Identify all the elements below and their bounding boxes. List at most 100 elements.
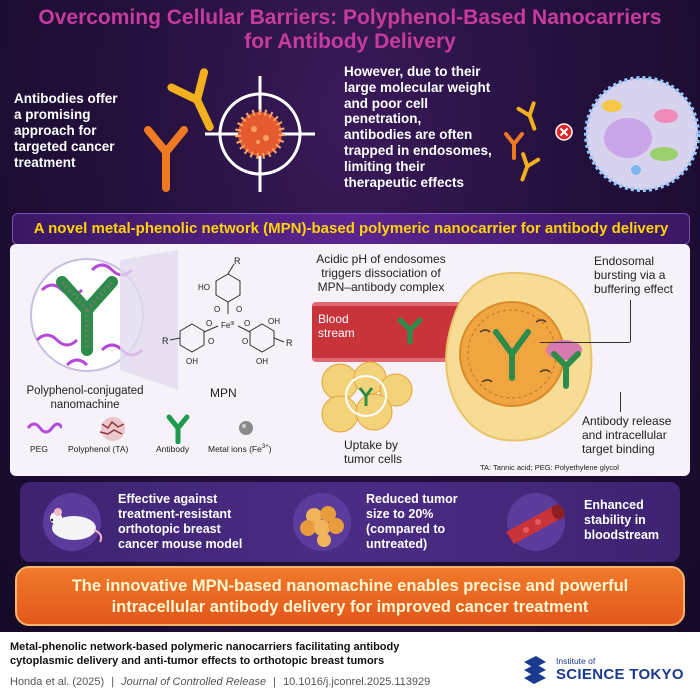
top-right-text: However, due to their large molecular we…: [344, 64, 492, 190]
paper-title-line: Metal-phenolic network-based polymeric n…: [10, 641, 400, 653]
chem-label-ho-top: HO: [198, 283, 210, 292]
top-left-line: treatment: [14, 155, 76, 170]
chem-label-o-2: O: [236, 305, 242, 314]
blood-stream-vessel: [312, 302, 462, 362]
mpn-label: MPN: [210, 386, 237, 400]
blood-stream-line: stream: [318, 326, 355, 340]
acidic-line: Acidic pH of endosomes: [316, 252, 446, 266]
endosomal-line: Endosomal: [594, 254, 655, 268]
result-line: (compared to: [366, 522, 446, 536]
uptake-line: tumor cells: [344, 452, 403, 466]
legend-label-antibody: Antibody: [156, 444, 190, 454]
citation-separator: |: [111, 676, 115, 688]
citation: Honda et al. (2025) | Journal of Control…: [10, 676, 430, 688]
result-line: Effective against: [118, 492, 218, 506]
science-tokyo-logo-icon: [524, 656, 546, 684]
citation-doi: 10.1016/j.jconrel.2025.113929: [283, 676, 431, 688]
result-line: untreated): [366, 537, 428, 551]
top-right-line: trapped in endosomes,: [344, 142, 492, 158]
result-line: orthotopic breast: [118, 522, 221, 536]
endosome-trap-illustration: [504, 76, 700, 192]
top-right-line: large molecular weight: [344, 79, 491, 95]
blood-stream-line: Blood: [318, 312, 349, 326]
citation-separator: |: [273, 676, 276, 688]
abbreviation-note: TA: Tannic acid; PEG: Polyethylene glyco…: [480, 463, 619, 472]
blood-vessel-icon: [506, 493, 565, 551]
chem-label-o-4: O: [244, 319, 250, 328]
result-text-tumor: Reduced tumor size to 20% (compared to u…: [366, 492, 458, 552]
chem-label-o-1: O: [214, 305, 220, 314]
small-antibody-icon: [504, 132, 524, 160]
top-right-line: and poor cell: [344, 95, 429, 111]
top-right-line: limiting their: [344, 158, 425, 174]
result-line: size to 20%: [366, 507, 434, 521]
endosomal-bursting-text: Endosomal bursting via a buffering effec…: [594, 254, 673, 296]
result-line: Reduced tumor: [366, 492, 458, 506]
result-line: bloodstream: [584, 528, 660, 542]
cancer-cell-icon: [235, 109, 285, 159]
chem-label-r-left: R: [162, 336, 169, 346]
result-line: stability in: [584, 513, 646, 527]
polyphenol-icon: [99, 417, 125, 441]
citation-journal: Journal of Controlled Release: [121, 676, 267, 688]
legend-label-metal: Metal ions (Fe3+): [208, 444, 272, 454]
chem-label-oh-bottom: OH: [256, 357, 268, 366]
top-right-line: penetration,: [344, 111, 422, 127]
top-left-line: approach for: [14, 123, 97, 138]
nanomachine-illustration: [30, 258, 144, 372]
antibody-release-text: Antibody release and intracellular targe…: [582, 414, 671, 456]
release-line: Antibody release: [582, 414, 672, 428]
result-text-stability: Enhanced stability in bloodstream: [584, 498, 659, 543]
acidic-line: MPN–antibody complex: [317, 280, 445, 294]
top-left-text: Antibodies offer a promising approach fo…: [14, 91, 118, 171]
legend: PEG Polyphenol (TA) Antibody Metal ions …: [20, 414, 320, 470]
top-right-line: antibodies are often: [344, 127, 473, 143]
footer: Metal-phenolic network-based polymeric n…: [0, 632, 700, 700]
mpn-structure: R HO O O FeIII O O O O OH R R OH OH: [162, 256, 293, 366]
blocked-x-icon: [555, 123, 573, 141]
nanomachine-label-line: nanomachine: [50, 399, 120, 411]
citation-authors: Honda et al. (2025): [10, 676, 105, 688]
endosomal-pointer-line-h: [540, 342, 630, 343]
result-line: Enhanced: [584, 498, 644, 512]
result-text-mouse: Effective against treatment-resistant or…: [118, 492, 242, 552]
uptake-label: Uptake by tumor cells: [344, 438, 402, 466]
chem-label-o-3: O: [206, 319, 212, 328]
mpn-banner: A novel metal-phenolic network (MPN)-bas…: [12, 213, 690, 245]
top-right-line: However, due to their: [344, 64, 481, 79]
top-left-line: a promising: [14, 107, 91, 122]
metal-ion-icon: [239, 421, 253, 435]
page-title: Overcoming Cellular Barriers: Polyphenol…: [0, 6, 700, 54]
nanocarrier-in-blood: [397, 317, 423, 345]
chem-label-oh-right: OH: [268, 317, 280, 326]
release-pointer-line: [620, 392, 621, 412]
acidic-ph-text: Acidic pH of endosomes triggers dissocia…: [306, 252, 456, 294]
chem-label-fe: FeIII: [221, 321, 235, 330]
endosomal-line: bursting via a: [594, 268, 666, 282]
antibody-icon: [166, 414, 190, 444]
mouse-icon: [43, 493, 103, 551]
conclusion-line: intracellular antibody delivery for impr…: [111, 598, 589, 616]
top-right-line: therapeutic effects: [344, 174, 465, 190]
top-left-line: Antibodies offer: [14, 91, 118, 106]
antibody-icon: [56, 276, 118, 356]
endosomal-pointer-line: [630, 300, 631, 342]
acidic-line: triggers dissociation of: [321, 266, 441, 280]
release-line: and intracellular: [582, 428, 667, 442]
orange-antibody-icon: [144, 126, 188, 192]
yellow-antibody-icon: [167, 68, 214, 131]
chem-label-r-top: R: [234, 256, 241, 266]
chem-label-o-5: O: [208, 337, 214, 346]
cell-icon: [584, 76, 700, 192]
conclusion-box: The innovative MPN-based nanomachine ena…: [15, 566, 685, 626]
nanomachine-label: Polyphenol-conjugated nanomachine: [26, 384, 144, 412]
legend-label-peg: PEG: [30, 444, 48, 454]
uptake-line: Uptake by: [344, 438, 399, 452]
zoom-connector: [120, 250, 178, 390]
blood-stream-label: Blood stream: [318, 312, 355, 340]
top-left-line: targeted cancer: [14, 139, 115, 154]
title-line-1: Overcoming Cellular Barriers: Polyphenol…: [38, 6, 662, 29]
endosomal-line: buffering effect: [594, 282, 673, 296]
small-antibody-icon: [516, 101, 537, 131]
chem-label-o-6: O: [242, 337, 248, 346]
